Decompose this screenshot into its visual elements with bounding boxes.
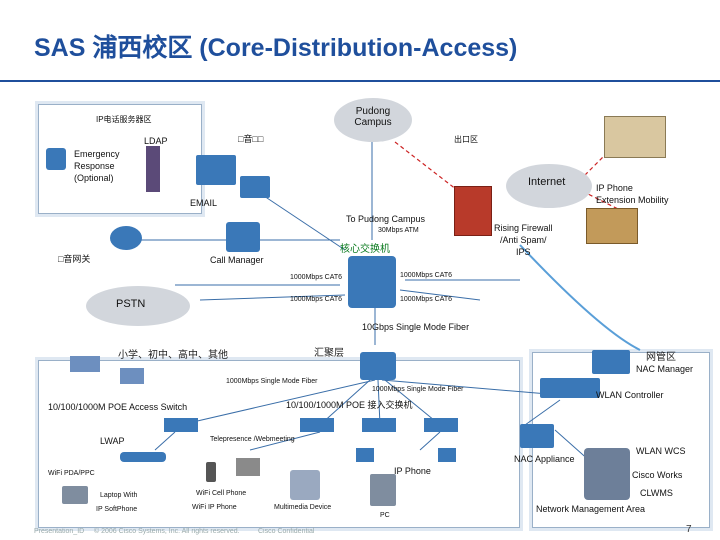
nac-appliance-label: NAC Appliance [514,454,575,464]
pstn-label: PSTN [116,298,146,310]
aggregation-label: 汇聚层 [314,348,344,359]
smf-link-2: 1000Mbps Single Mode Fiber [372,386,464,393]
email-label: EMAIL [190,198,218,208]
ip-phone-mobility-label: IP Phone Extension Mobility [596,183,669,205]
nac-manager-label: NAC Manager [636,364,694,374]
call-manager-label: Call Manager [210,255,264,265]
page-number: 7 [686,524,692,535]
access-zone-panel [38,360,520,528]
admin-workstation-icon [584,448,630,500]
voice-gateway-label: □音网关 [58,254,91,264]
ip-phone-label: IP Phone [394,466,431,476]
ldap-server-icon [146,146,160,192]
title-underline [0,80,720,82]
clwms-label: CLWMS [640,488,673,498]
wlan-wcs-label: WLAN WCS [636,446,686,456]
ip-phone-icon-2 [438,448,456,462]
voice-server-icon [240,176,270,198]
lwap-icon [120,452,166,462]
firewall-icon [454,186,492,236]
call-manager-icon [226,222,260,252]
pc-icon [370,474,396,506]
laptop-icon [62,486,88,504]
fiber-label: 10Gbps Single Mode Fiber [362,322,470,332]
wlan-controller-label: WLAN Controller [596,390,664,400]
emergency-server-icon [46,148,66,170]
multimedia-device-icon [290,470,320,500]
multimedia-device-label: Multimedia Device [274,504,332,511]
laptop-label: Laptop With [100,492,138,499]
link-cat6-1: 1000Mbps CAT6 [290,274,343,281]
poe-access-cn-label: 10/100/1000M POE 接入交换机 [286,400,413,410]
wifi-ip-phone-label: WiFi IP Phone [192,504,237,511]
voice-label: □音□□ [238,134,264,144]
lwap-label: LWAP [100,436,125,446]
firewall-label: Rising Firewall /Anti Spam/ IPS [494,223,553,257]
link-cat6-3: 1000Mbps CAT6 [290,296,343,303]
smf-link-1: 1000Mbps Single Mode Fiber [226,378,318,385]
ldap-label: LDAP [144,136,168,146]
access-switch-icon-2 [300,418,334,432]
nac-appliance-icon [520,424,554,448]
cisco-works-label: Cisco Works [632,470,683,480]
aggregation-switch-icon [360,352,396,380]
pudong-campus-cloud [334,98,412,142]
schools-label: 小学、初中、高中、其他 [118,350,228,361]
soft-phone-label: IP SoftPhone [96,506,138,513]
access-switch-icon-4 [424,418,458,432]
school-building-icon-2 [120,368,144,384]
link-cat6-2: 1000Mbps CAT6 [400,272,453,279]
hotel-building-icon [604,116,666,158]
page-title: SAS 浦西校区 (Core-Distribution-Access) [34,34,518,62]
footer-copyright: © 2006 Cisco Systems, Inc. All rights re… [94,528,240,535]
pc-label: PC [380,512,390,519]
access-switch-icon-3 [362,418,396,432]
access-switch-icon-1 [164,418,198,432]
internet-cloud [506,164,592,208]
to-pudong-label: To Pudong Campus [346,214,426,224]
internet-label: Internet [528,176,566,188]
mgmt-zone-label: 网管区 [646,352,676,363]
core-switch-icon [348,256,396,308]
footer-presentation-id: Presentation_ID [34,528,85,535]
wifi-cell-phone-label: WiFi Cell Phone [196,490,247,497]
emergency-response-label: Emergency Response (Optional) [74,149,120,183]
core-switch-label: 核心交换机 [340,244,390,255]
school-building-icon-1 [70,356,100,372]
telepresence-label: Telepresence /Webmeeting [210,436,295,443]
telepresence-icon [236,458,260,476]
link-cat6-4: 1000Mbps CAT6 [400,296,453,303]
network-management-area-label: Network Management Area [536,504,646,514]
footer-confidential: Cisco Confidential [258,528,315,535]
pudong-campus-label: Pudong Campus [354,106,392,128]
email-server-icon [196,155,236,185]
exit-zone-label: 出口区 [454,135,478,144]
wifi-cell-phone-icon [206,462,216,482]
ip-service-zone-label: IP电话服务器区 [96,115,152,124]
wlan-controller-icon [540,378,600,398]
ip-phone-icon-1 [356,448,374,462]
atm-label: 30Mbps ATM [378,227,419,234]
nac-manager-icon [592,350,630,374]
poe-access-label: 10/100/1000M POE Access Switch [48,402,188,412]
pstn-cloud [86,286,190,326]
wifi-pda-label: WiFi PDA/PPC [48,470,95,477]
voice-gateway-icon [110,226,142,250]
remote-house-icon [586,208,638,244]
